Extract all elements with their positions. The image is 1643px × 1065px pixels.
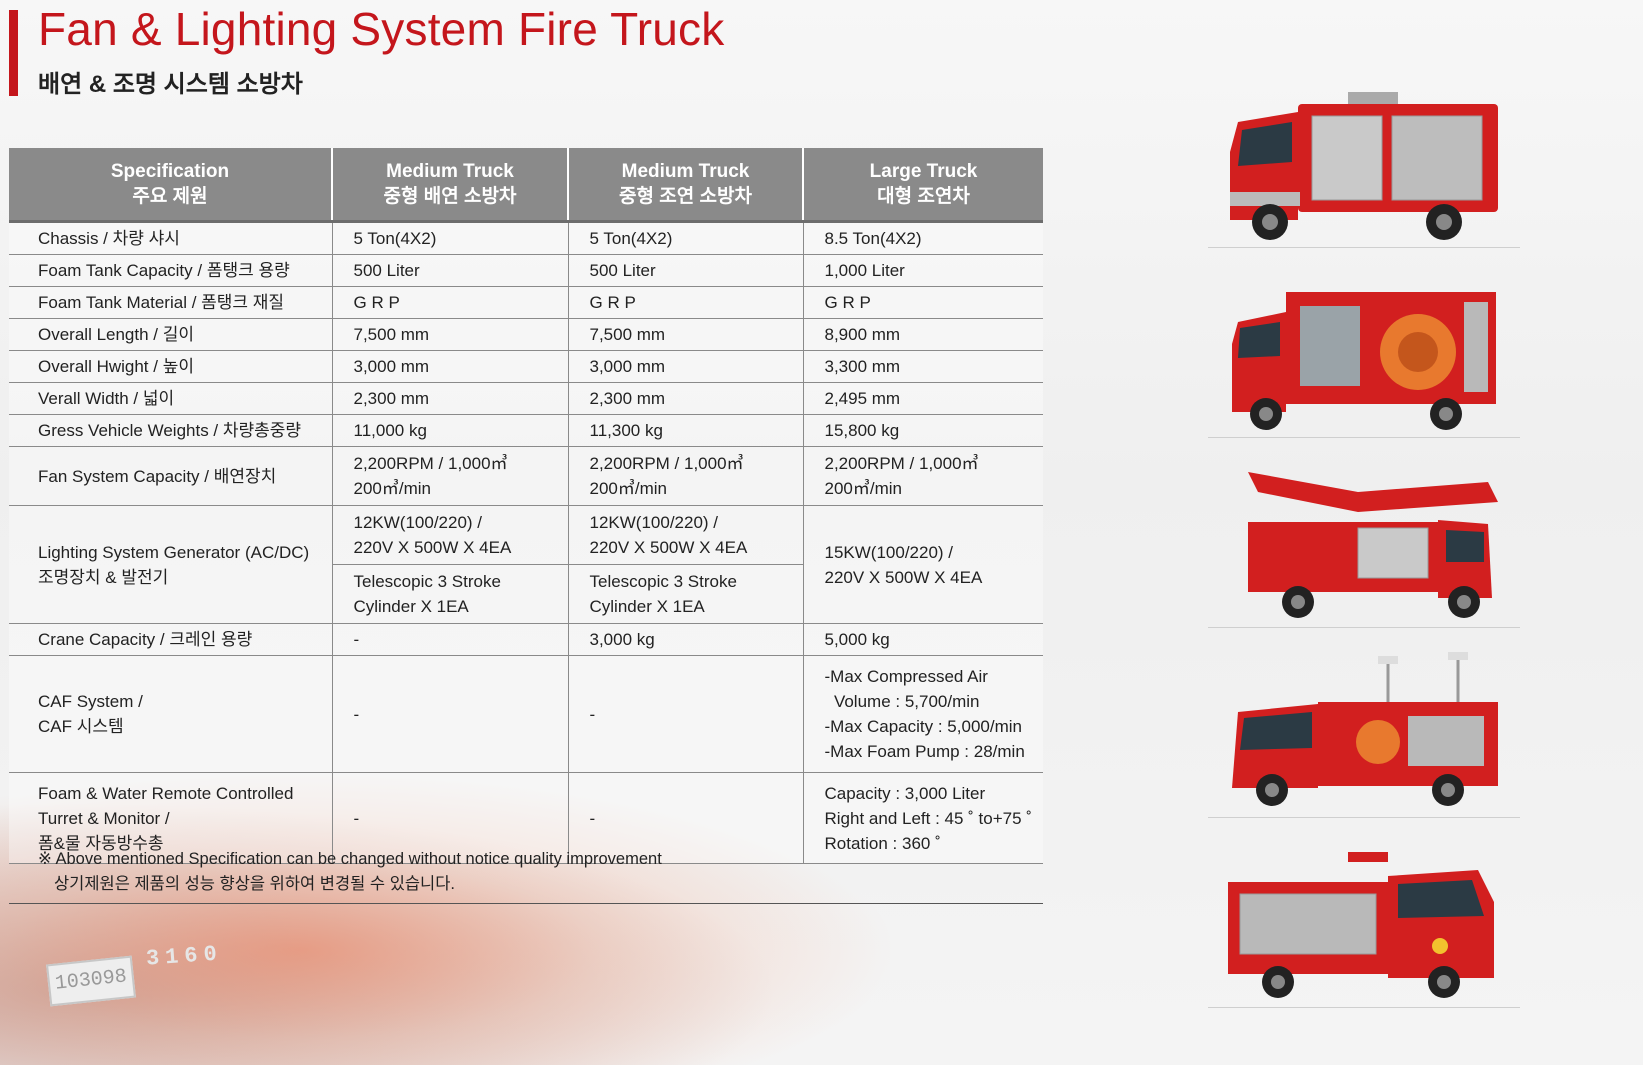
row-label: Foam Tank Capacity / 폼탱크 용량 [9,254,332,287]
table-row-lighting-generator: Lighting System Generator (AC/DC)조명장치 & … [9,505,1043,624]
row-label: Overall Length / 길이 [9,318,332,351]
table-row: Overall Hwight / 높이 3,000 mm 3,000 mm 3,… [9,350,1043,383]
table-cell: 8.5 Ton(4X2) [802,221,1043,255]
footnote-korean: 상기제원은 제품의 성능 향상을 위하여 변경될 수 있습니다. [54,875,455,893]
table-row-caf-system: CAF System /CAF 시스템 - - -Max Compressed … [9,655,1043,773]
table-row-crane: Crane Capacity / 크레인 용량 - 3,000 kg 5,000… [9,623,1043,656]
table-cell: 2,300 mm [567,382,803,415]
page-subtitle: 배연 & 조명 시스템 소방차 [38,71,303,98]
table-cell: 3,000 mm [567,350,803,383]
table-row: Chassis / 차량 샤시 5 Ton(4X2) 5 Ton(4X2) 8.… [9,221,1043,255]
table-cell: 2,495 mm [802,382,1043,415]
table-cell: 5,000 kg [802,623,1043,656]
row-label: Crane Capacity / 크레인 용량 [9,623,332,656]
row-label: Foam Tank Material / 폼탱크 재질 [9,286,332,319]
table-cell: 12KW(100/220) /220V X 500W X 4EA [331,505,568,565]
background-license-plate: 103098 [46,955,136,1007]
truck-photo-5 [1208,842,1520,1008]
footnote: ※ Above mentioned Specification can be c… [9,847,1043,904]
row-label: Gress Vehicle Weights / 차량총중량 [9,414,332,447]
table-row-fan-system: Fan System Capacity / 배연장치 2,200RPM / 1,… [9,446,1043,506]
table-cell: 11,000 kg [331,414,568,447]
table-cell: 3,300 mm [802,350,1043,383]
truck-photo-1 [1208,82,1520,248]
table-cell: 5 Ton(4X2) [567,221,803,255]
table-cell: - [567,655,803,773]
table-row: Foam Tank Material / 폼탱크 재질 G R P G R P … [9,286,1043,319]
table-cell: G R P [567,286,803,319]
table-cell: 8,900 mm [802,318,1043,351]
truck-photo-2 [1208,272,1520,438]
table-cell: - [331,655,568,773]
table-cell: - [567,772,803,864]
page-title: Fan & Lighting System Fire Truck [38,3,725,55]
table-cell: 3,000 kg [567,623,803,656]
table-cell: 500 Liter [567,254,803,287]
table-cell: G R P [802,286,1043,319]
table-cell: 12KW(100/220) /220V X 500W X 4EA [567,505,803,565]
background-truck-number: 3160 [145,941,224,972]
table-cell: 2,300 mm [331,382,568,415]
row-label: CAF System /CAF 시스템 [9,655,332,773]
truck-photo-3 [1208,462,1520,628]
table-row: Verall Width / 넓이 2,300 mm 2,300 mm 2,49… [9,382,1043,415]
row-label: Lighting System Generator (AC/DC)조명장치 & … [9,505,332,624]
table-row: Overall Length / 길이 7,500 mm 7,500 mm 8,… [9,318,1043,351]
table-cell: 15KW(100/220) /220V X 500W X 4EA [802,505,1043,624]
table-row: Gress Vehicle Weights / 차량총중량 11,000 kg … [9,414,1043,447]
table-cell: 3,000 mm [331,350,568,383]
table-row: Foam Tank Capacity / 폼탱크 용량 500 Liter 50… [9,254,1043,287]
table-cell: G R P [331,286,568,319]
table-cell: 7,500 mm [331,318,568,351]
table-cell: - [331,772,568,864]
row-label: Chassis / 차량 샤시 [9,221,332,255]
row-label: Overall Hwight / 높이 [9,350,332,383]
table-cell: 500 Liter [331,254,568,287]
table-cell: 15,800 kg [802,414,1043,447]
table-cell: 11,300 kg [567,414,803,447]
footnote-english: ※ Above mentioned Specification can be c… [38,850,662,868]
table-cell: 7,500 mm [567,318,803,351]
table-cell: 5 Ton(4X2) [331,221,568,255]
row-label: Fan System Capacity / 배연장치 [9,446,332,506]
table-cell: -Max Compressed Air Volume : 5,700/min-M… [802,655,1043,773]
table-cell: 1,000 Liter [802,254,1043,287]
table-cell: - [331,623,568,656]
title-accent-bar [9,10,18,96]
truck-photo-4 [1208,652,1520,818]
row-label: Verall Width / 넓이 [9,382,332,415]
